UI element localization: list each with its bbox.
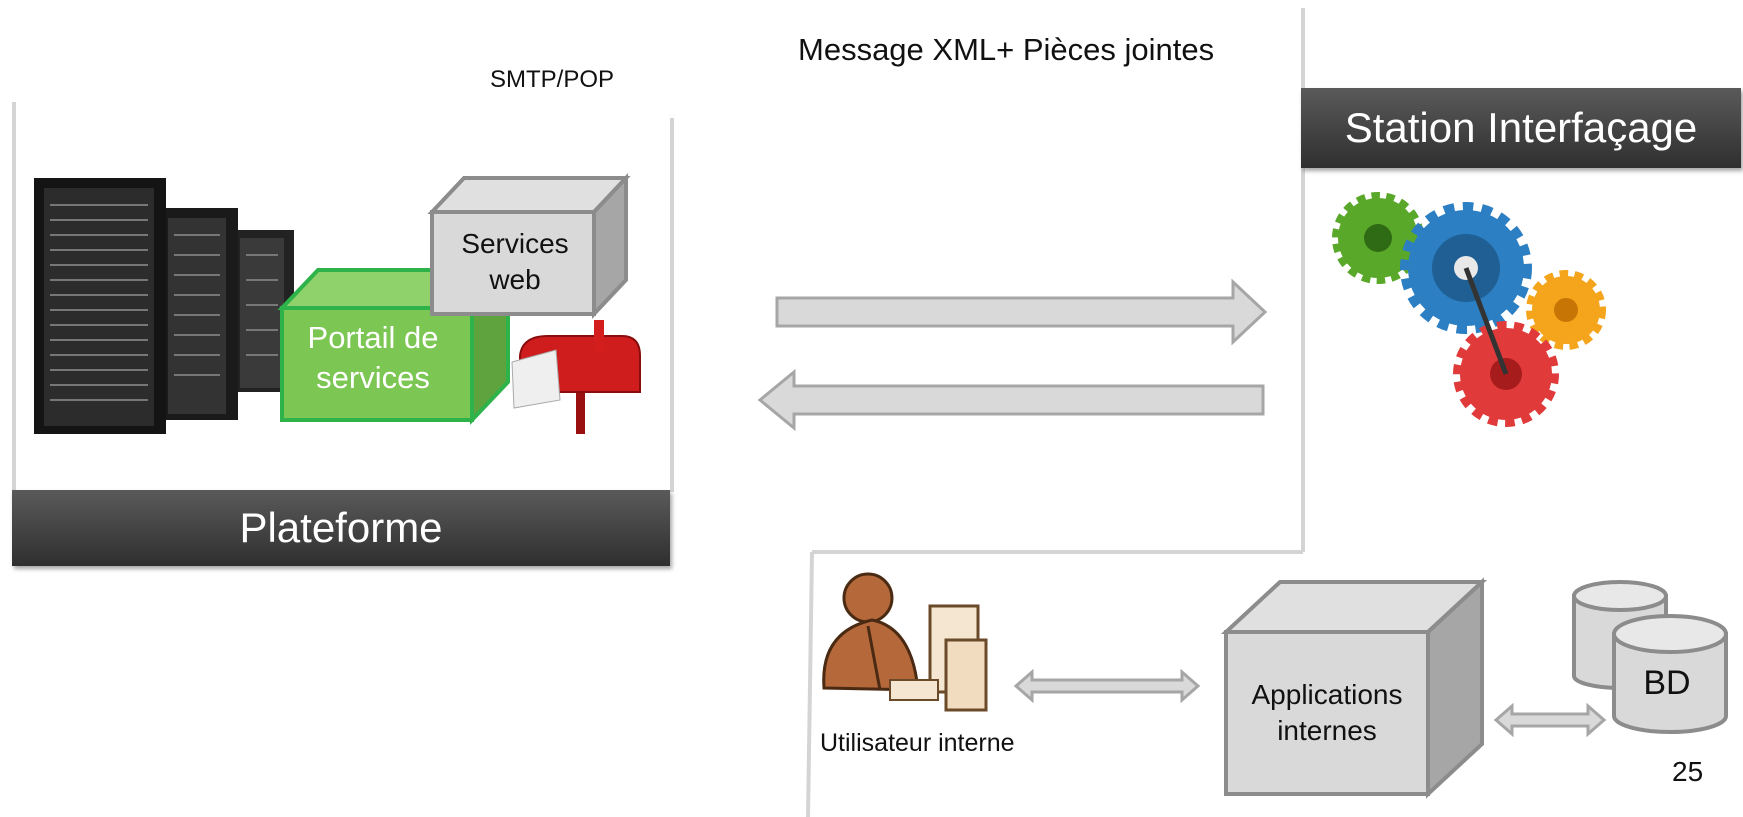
arrow-to-platform: [757, 368, 1265, 432]
services-web-box: [427, 172, 631, 320]
arrow-applications-database: [1493, 702, 1607, 738]
database-icon: [1572, 580, 1728, 734]
user-label: Utilisateur interne: [820, 729, 1015, 757]
applications-label: Applications internes: [1251, 679, 1403, 747]
applications-box: [1220, 577, 1488, 799]
plateforme-title: Plateforme: [12, 490, 670, 566]
server-rack-icon: [34, 178, 294, 434]
protocol-label: SMTP/POP: [490, 66, 615, 93]
database-label: BD: [1643, 664, 1691, 702]
arrow-to-station: [775, 278, 1268, 346]
station-title: Station Interfaçage: [1301, 88, 1741, 168]
mailbox-icon: [511, 320, 641, 434]
arrow-user-applications: [1013, 668, 1201, 704]
gears-icon: [1332, 192, 1606, 427]
services-web-label: Services web: [461, 228, 569, 296]
message-label: Message XML+ Pièces jointes: [798, 32, 1215, 67]
user-at-computer-icon: [822, 572, 988, 712]
page-number: 25: [1672, 756, 1704, 787]
portail-label: Portail de services: [307, 320, 439, 396]
